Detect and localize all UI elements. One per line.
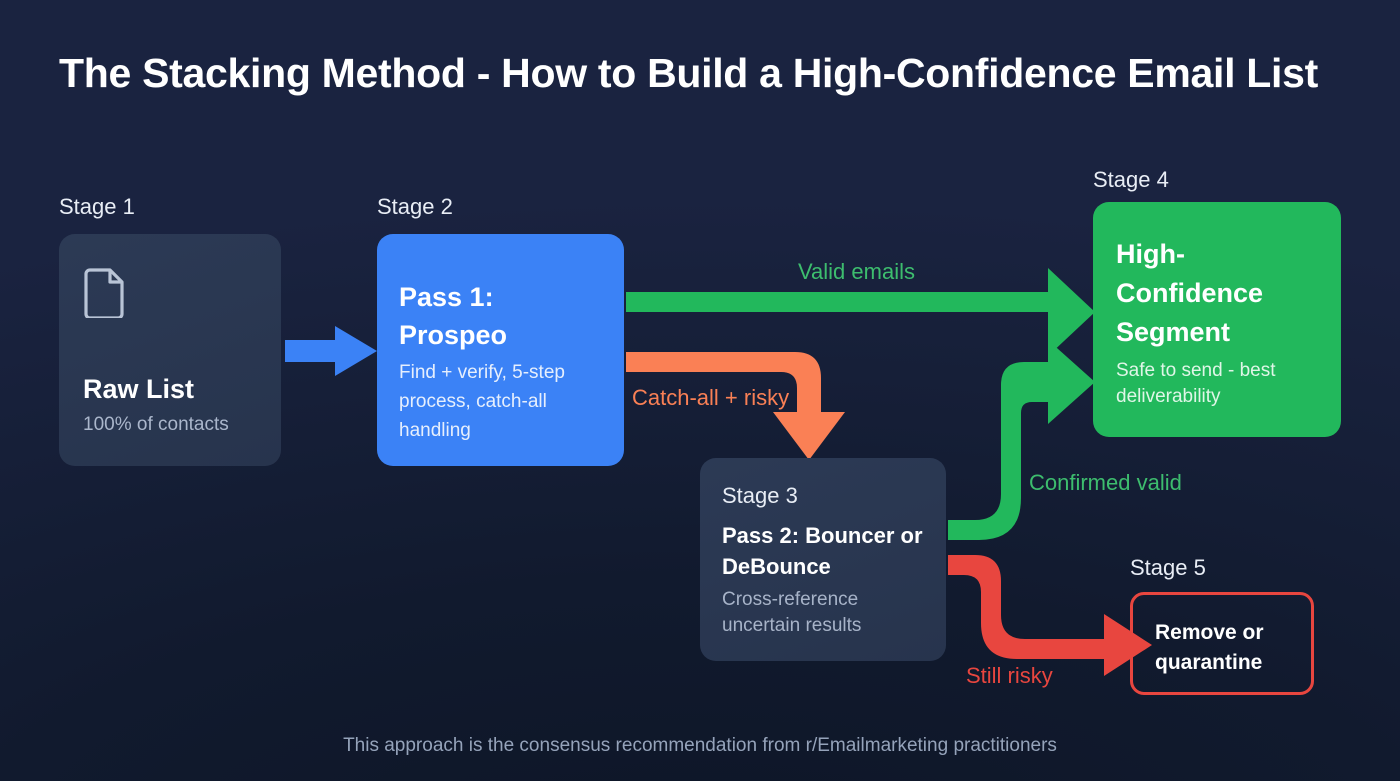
- stage-label-2: Stage 2: [377, 194, 453, 219]
- card-high-confidence-segment[interactable]: High-Confidence Segment Safe to send - b…: [1093, 202, 1341, 437]
- card-subtitle-segment: Safe to send - best deliverability: [1116, 360, 1276, 407]
- card-raw-list[interactable]: Raw List 100% of contacts: [59, 234, 281, 466]
- stage-label-3: Stage 3: [722, 483, 798, 508]
- page-title: The Stacking Method - How to Build a Hig…: [59, 50, 1318, 96]
- arrow-raw-to-prospeo: [285, 326, 377, 376]
- arrow-still-risky: [948, 555, 1152, 676]
- stage-label-5: Stage 5: [1130, 555, 1206, 580]
- arrow-label-catch-all-risky: Catch-all + risky: [632, 385, 790, 410]
- card-pass-1-prospeo[interactable]: Pass 1: Prospeo Find + verify, 5-step pr…: [377, 234, 624, 466]
- document-icon: [83, 266, 129, 323]
- card-title-prospeo: Pass 1: Prospeo: [399, 282, 508, 350]
- card-title-raw-list: Raw List: [83, 374, 195, 404]
- card-title-bouncer: Pass 2: Bouncer or DeBounce: [722, 523, 923, 579]
- card-pass-2-bouncer[interactable]: Stage 3 Pass 2: Bouncer or DeBounce Cros…: [700, 458, 946, 661]
- card-subtitle-prospeo: Find + verify, 5-step process, catch-all…: [399, 362, 565, 441]
- card-subtitle-raw-list: 100% of contacts: [83, 414, 229, 435]
- card-title-segment: High-Confidence Segment: [1116, 239, 1264, 347]
- card-subtitle-bouncer: Cross-reference uncertain results: [722, 589, 862, 636]
- footer-note: This approach is the consensus recommend…: [343, 735, 1057, 756]
- arrow-label-confirmed-valid: Confirmed valid: [1029, 470, 1182, 495]
- arrow-label-still-risky: Still risky: [966, 663, 1053, 688]
- stage-label-4: Stage 4: [1093, 167, 1169, 192]
- arrow-confirmed-valid: [948, 340, 1095, 540]
- card-title-remove: Remove or quarantine: [1155, 621, 1264, 674]
- stage-label-1: Stage 1: [59, 194, 135, 219]
- card-remove-or-quarantine[interactable]: Remove or quarantine: [1130, 592, 1314, 695]
- arrow-label-valid-emails: Valid emails: [798, 259, 915, 284]
